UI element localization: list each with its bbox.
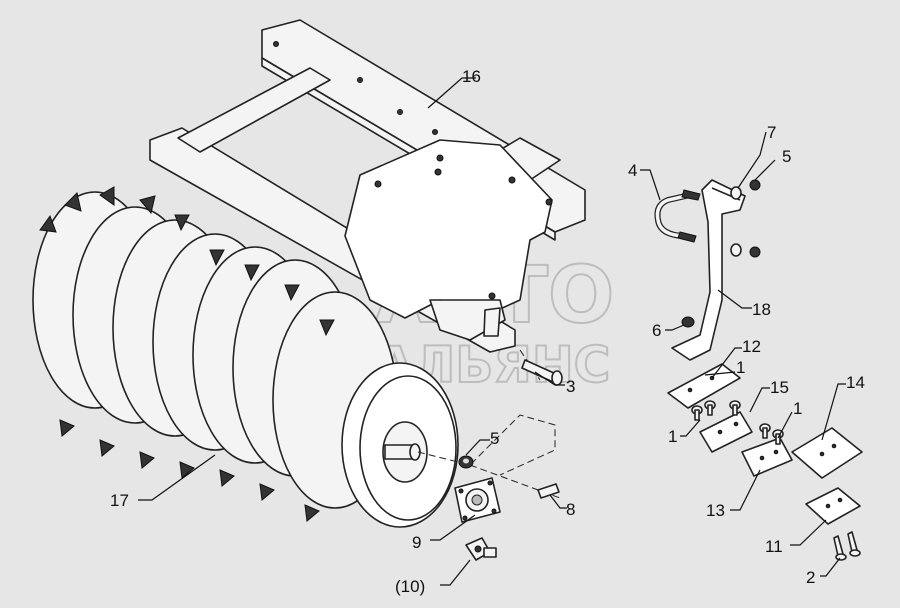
- nuts-5-bracket: [749, 179, 761, 258]
- roller-frame: [149, 19, 586, 353]
- scraper-arm-18: [671, 179, 746, 361]
- callout-labels: 16 17 3 5 8 9 (10) 4 7 5 18 6 12 1 1 15 …: [110, 67, 865, 596]
- plate-14: [791, 427, 863, 479]
- nut-6: [681, 316, 695, 328]
- callout-1c: 1: [793, 399, 802, 418]
- callout-2: 2: [806, 568, 815, 587]
- washers-7: [730, 186, 742, 257]
- grease-nipple-10: [465, 537, 497, 561]
- u-bolt-4: [654, 189, 701, 243]
- roller-disc-stack: [32, 186, 459, 528]
- callout-5-bracket: 5: [782, 147, 791, 166]
- nut-5-drum: [458, 455, 474, 469]
- callout-1a: 1: [736, 358, 745, 377]
- callout-4: 4: [628, 161, 637, 180]
- plate-13: [741, 437, 793, 477]
- callout-6: 6: [652, 321, 661, 340]
- callout-17: 17: [110, 491, 129, 510]
- callout-11: 11: [765, 537, 783, 556]
- callout-16: 16: [462, 67, 481, 86]
- callout-13: 13: [706, 501, 725, 520]
- plate-11: [805, 487, 861, 525]
- callout-18: 18: [752, 300, 771, 319]
- pin-8: [537, 483, 560, 499]
- callout-14: 14: [846, 373, 865, 392]
- callout-8: 8: [566, 500, 575, 519]
- callout-15: 15: [770, 378, 789, 397]
- leader-lines: [138, 77, 846, 586]
- plate-12: [667, 363, 741, 409]
- callout-12: 12: [742, 337, 761, 356]
- callout-9: 9: [412, 533, 421, 552]
- callout-3: 3: [566, 377, 575, 396]
- callout-10: (10): [395, 577, 425, 596]
- bearing-flange-9: [454, 477, 501, 523]
- bolts-2: [833, 531, 861, 561]
- callout-1b: 1: [668, 427, 677, 446]
- callout-7: 7: [767, 123, 776, 142]
- plate-15: [699, 411, 753, 453]
- callout-5-drum: 5: [490, 429, 499, 448]
